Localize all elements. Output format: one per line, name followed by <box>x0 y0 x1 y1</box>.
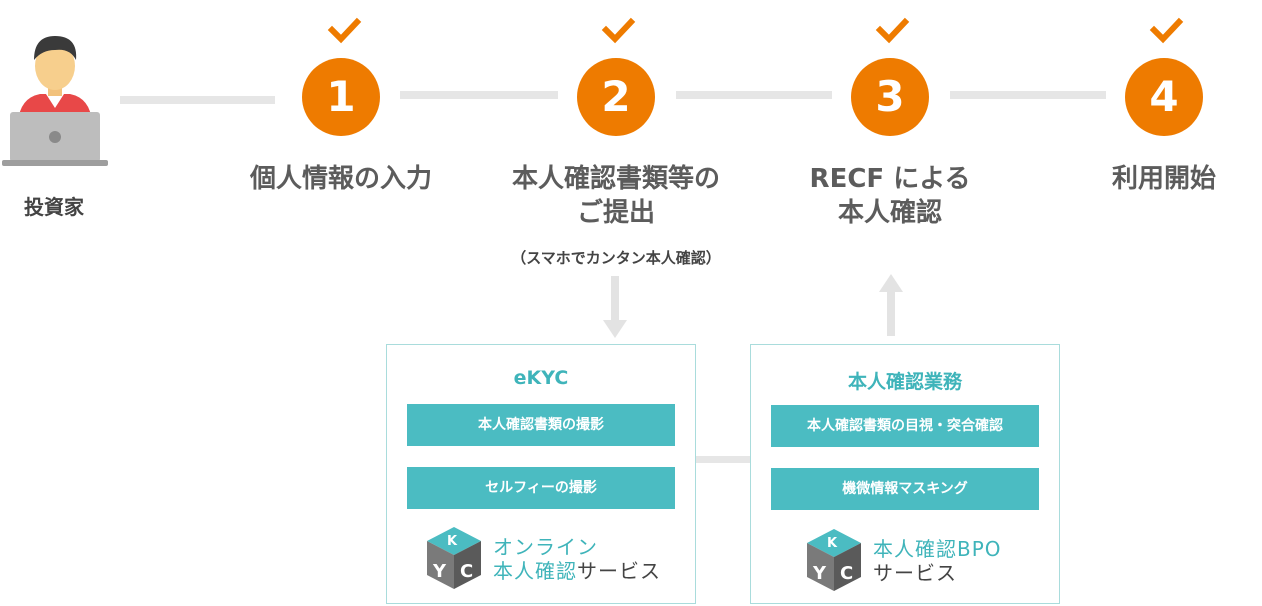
step-2-sublabel: （スマホでカンタン本人確認） <box>511 249 721 267</box>
bpo-box: 本人確認業務 本人確認書類の目視・突合確認 機微情報マスキング K Y C 本人… <box>750 344 1060 604</box>
step-3-number: 3 <box>851 58 929 136</box>
bpo-logo-line2: サービス <box>873 561 957 585</box>
step-2-label-line: ご提出 <box>576 198 655 228</box>
svg-text:C: C <box>460 561 473 582</box>
step-1-label: 個人情報の入力 <box>231 162 451 196</box>
svg-text:Y: Y <box>432 561 447 582</box>
connector-step3-step4 <box>950 91 1106 99</box>
connector-investor-step1 <box>120 96 275 104</box>
check-icon <box>327 17 362 44</box>
step-3-label-line: RECF による <box>809 164 971 194</box>
bpo-logo-line1: 本人確認BPO <box>873 537 1002 561</box>
ekyc-item-selfie: セルフィーの撮影 <box>407 467 675 509</box>
step-1-number: 1 <box>302 58 380 136</box>
arrow-up-icon <box>879 274 903 336</box>
investor <box>0 30 110 220</box>
svg-text:Y: Y <box>812 563 827 584</box>
ekyc-logo-text: オンライン 本人確認サービス <box>493 535 661 583</box>
ekyc-logo-line2-gray: サービス <box>577 559 661 583</box>
ekyc-title: eKYC <box>513 367 569 389</box>
check-icon <box>1149 17 1184 44</box>
step-2-label-line: 本人確認書類等の <box>511 164 720 194</box>
connector-ekyc-bpo <box>694 456 752 463</box>
bpo-item-visual-check: 本人確認書類の目視・突合確認 <box>771 405 1039 447</box>
ekyc-logo-line2-teal: 本人確認 <box>493 559 577 583</box>
bpo-item-masking: 機微情報マスキング <box>771 468 1039 510</box>
bpo-title: 本人確認業務 <box>847 371 962 393</box>
kyc-cube-logo-icon: K Y C <box>427 527 481 589</box>
bpo-logo-text: 本人確認BPO サービス <box>873 537 1002 585</box>
svg-text:C: C <box>840 563 853 584</box>
step-1-label-line: 個人情報の入力 <box>249 164 432 194</box>
kyc-cube-logo-icon: K Y C <box>807 529 861 591</box>
check-icon <box>601 17 636 44</box>
step-2-label: 本人確認書類等の ご提出 <box>496 162 736 230</box>
svg-text:K: K <box>827 536 838 551</box>
check-icon <box>875 17 910 44</box>
connector-step2-step3 <box>676 91 832 99</box>
step-4-label-line: 利用開始 <box>1111 164 1216 194</box>
arrow-down-icon <box>603 276 627 338</box>
step-2-number: 2 <box>577 58 655 136</box>
connector-step1-step2 <box>400 91 558 99</box>
ekyc-logo-line1: オンライン <box>493 535 598 559</box>
ekyc-item-document-photo: 本人確認書類の撮影 <box>407 404 675 446</box>
investor-label: 投資家 <box>24 195 84 219</box>
step-4-number: 4 <box>1125 58 1203 136</box>
investor-laptop-icon <box>2 36 108 166</box>
step-4-label: 利用開始 <box>1064 162 1262 196</box>
step-3-label-line: 本人確認 <box>837 198 942 228</box>
ekyc-box: eKYC 本人確認書類の撮影 セルフィーの撮影 K Y C オンライン 本人確認… <box>386 344 696 604</box>
svg-text:K: K <box>447 534 458 549</box>
step-3-label: RECF による 本人確認 <box>770 162 1010 230</box>
